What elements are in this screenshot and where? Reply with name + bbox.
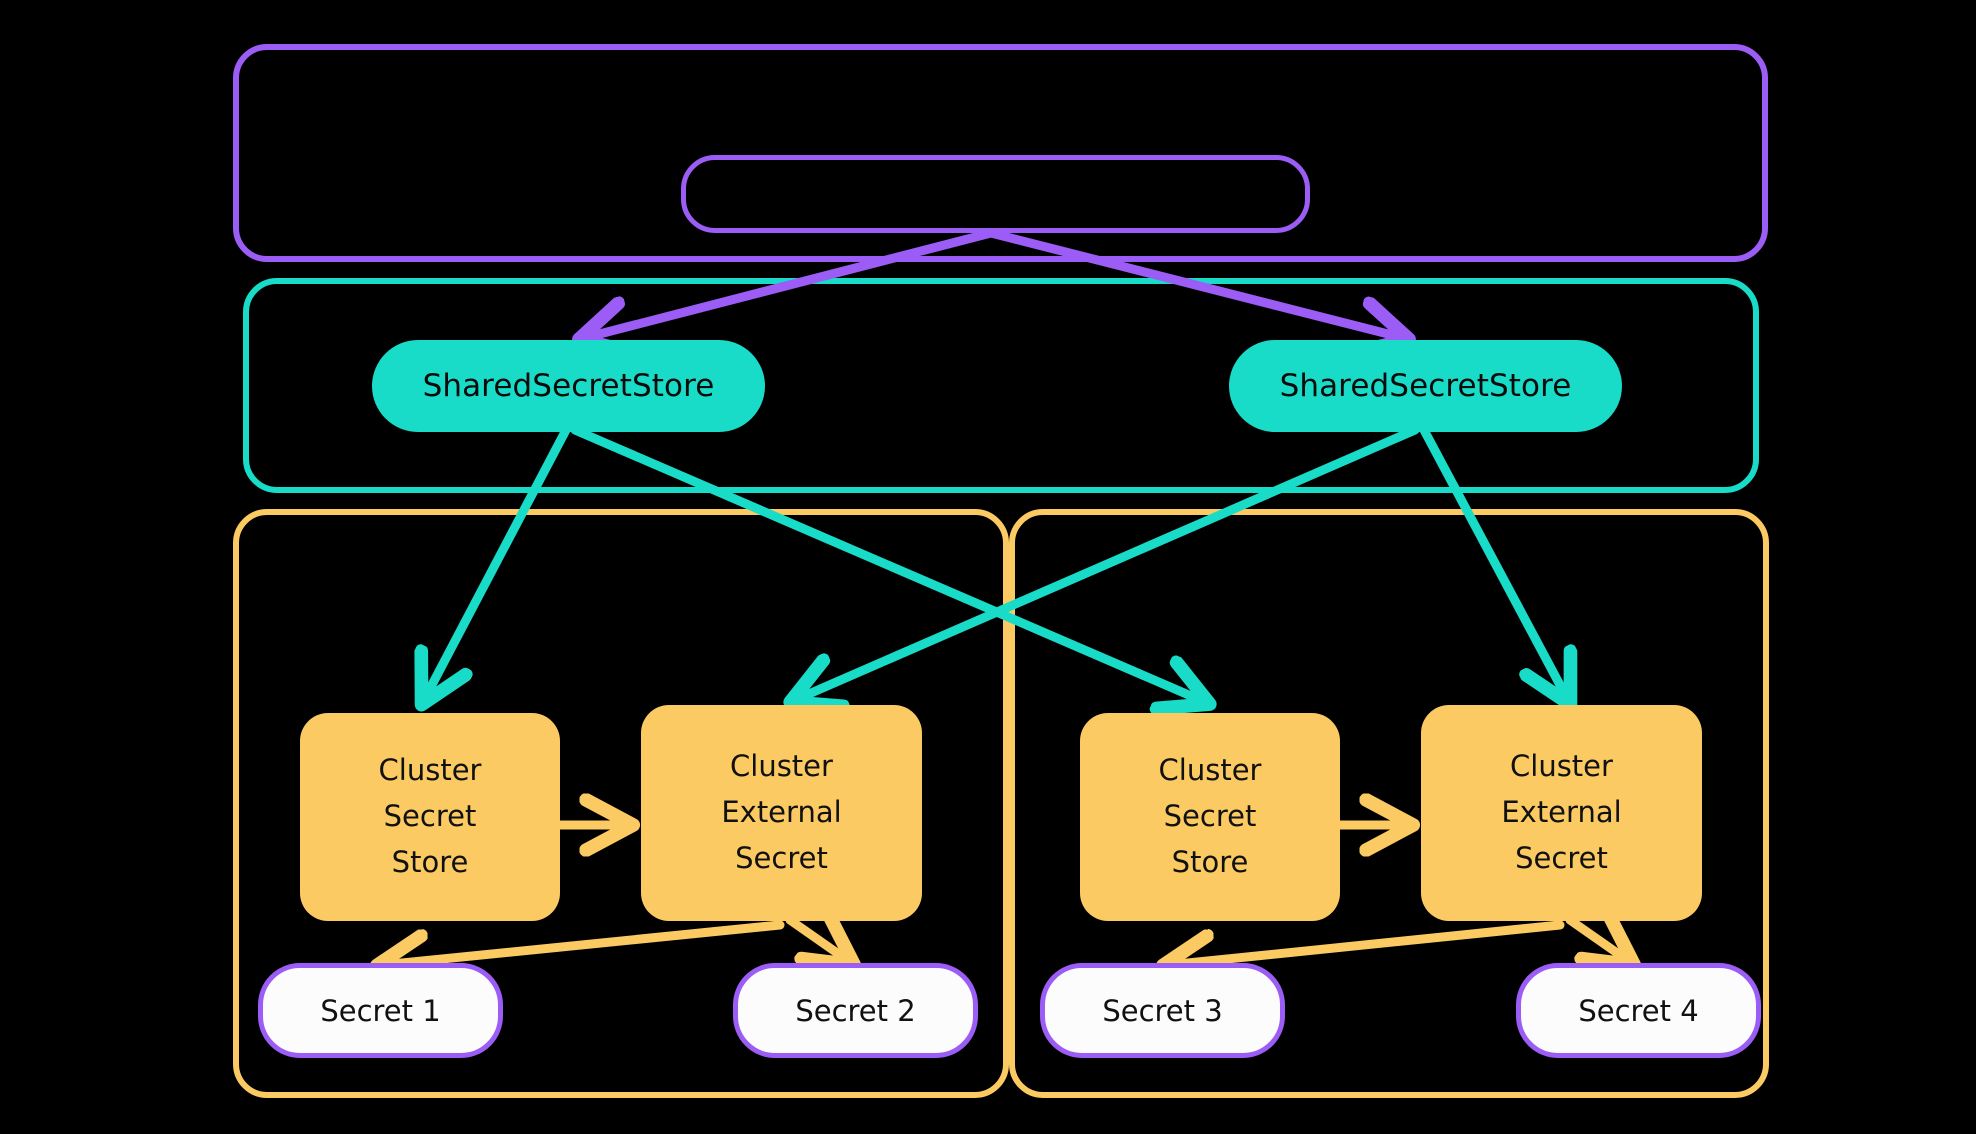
cluster-external-secret-right-line-2: External <box>1501 795 1622 830</box>
secret-3[interactable]: Secret 3 <box>1040 963 1285 1058</box>
cluster-secret-store-right[interactable]: Cluster Secret Store <box>1080 713 1340 921</box>
cluster-secret-store-left-line-1: Cluster <box>378 753 482 788</box>
secret-2[interactable]: Secret 2 <box>733 963 978 1058</box>
secret-3-label: Secret 3 <box>1102 993 1223 1028</box>
cluster-external-secret-left-line-3: Secret <box>735 840 828 875</box>
cluster-secret-store-right-line-3: Store <box>1171 844 1249 879</box>
shared-secret-store-right-label: SharedSecretStore <box>1279 368 1572 404</box>
shared-secret-store-left-label: SharedSecretStore <box>422 368 715 404</box>
cluster-external-secret-right[interactable]: Cluster External Secret <box>1421 705 1702 921</box>
cluster-secret-store-right-line-1: Cluster <box>1158 753 1262 788</box>
cluster-secret-store-left-line-2: Secret <box>383 799 477 834</box>
secret-1-label: Secret 1 <box>320 993 441 1028</box>
shared-secret-store-left[interactable]: SharedSecretStore <box>372 340 765 432</box>
cluster-external-secret-left[interactable]: Cluster External Secret <box>641 705 922 921</box>
cluster-secret-store-right-line-2: Secret <box>1163 799 1257 834</box>
cluster-external-secret-right-line-1: Cluster <box>1510 749 1613 784</box>
cluster-external-secret-left-line-2: External <box>721 795 842 830</box>
cluster-external-secret-left-line-1: Cluster <box>730 749 833 784</box>
cluster-external-secret-right-line-3: Secret <box>1515 840 1608 875</box>
secret-4-label: Secret 4 <box>1578 993 1699 1028</box>
secret-4[interactable]: Secret 4 <box>1516 963 1761 1058</box>
shared-secret-store-right[interactable]: SharedSecretStore <box>1229 340 1622 432</box>
provider-box[interactable] <box>681 155 1310 233</box>
cluster-secret-store-left-line-3: Store <box>391 844 469 879</box>
secret-2-label: Secret 2 <box>795 993 916 1028</box>
secret-1[interactable]: Secret 1 <box>258 963 503 1058</box>
cluster-secret-store-left[interactable]: Cluster Secret Store <box>300 713 560 921</box>
